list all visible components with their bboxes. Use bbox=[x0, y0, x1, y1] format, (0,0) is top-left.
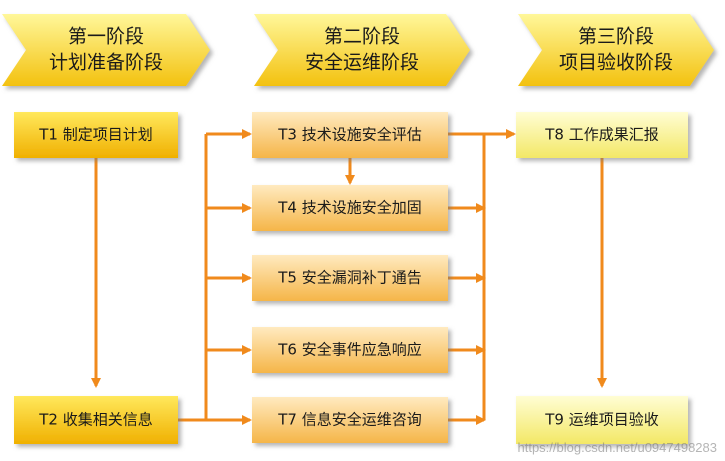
task-t4: T4 技术设施安全加固 bbox=[252, 185, 448, 231]
task-t8-label: T8 工作成果汇报 bbox=[544, 126, 658, 144]
task-t2: T2 收集相关信息 bbox=[14, 396, 178, 444]
task-t1: T1 制定项目计划 bbox=[14, 112, 178, 158]
phase-2-subtitle: 安全运维阶段 bbox=[305, 52, 419, 74]
task-t7: T7 信息安全运维咨询 bbox=[252, 397, 448, 443]
task-t4-label: T4 技术设施安全加固 bbox=[277, 199, 421, 217]
phase-header-1: 第一阶段 计划准备阶段 bbox=[2, 14, 210, 86]
phase-3-subtitle: 项目验收阶段 bbox=[559, 52, 673, 74]
phase-1-title: 第一阶段 bbox=[68, 26, 144, 48]
task-t8: T8 工作成果汇报 bbox=[516, 112, 688, 158]
task-t1-label: T1 制定项目计划 bbox=[38, 126, 152, 144]
phase-2-title: 第二阶段 bbox=[324, 26, 400, 48]
phase-header-2: 第二阶段 安全运维阶段 bbox=[254, 14, 470, 86]
task-t6-label: T6 安全事件应急响应 bbox=[277, 341, 421, 359]
task-t2-label: T2 收集相关信息 bbox=[38, 411, 152, 429]
phase-header-3: 第三阶段 项目验收阶段 bbox=[518, 14, 714, 86]
task-t9-label: T9 运维项目验收 bbox=[544, 411, 658, 429]
task-t3-label: T3 技术设施安全评估 bbox=[277, 126, 421, 144]
task-t5: T5 安全漏洞补丁通告 bbox=[252, 255, 448, 301]
phase-1-subtitle: 计划准备阶段 bbox=[49, 52, 163, 74]
task-t9: T9 运维项目验收 bbox=[516, 396, 688, 444]
task-t5-label: T5 安全漏洞补丁通告 bbox=[277, 269, 421, 287]
task-t7-label: T7 信息安全运维咨询 bbox=[277, 411, 421, 429]
task-t3: T3 技术设施安全评估 bbox=[252, 112, 448, 158]
watermark-url: https://blog.csdn.net/u0947498283 bbox=[517, 440, 718, 455]
task-t6: T6 安全事件应急响应 bbox=[252, 327, 448, 373]
phase-3-title: 第三阶段 bbox=[578, 26, 654, 48]
connectors bbox=[91, 129, 607, 425]
